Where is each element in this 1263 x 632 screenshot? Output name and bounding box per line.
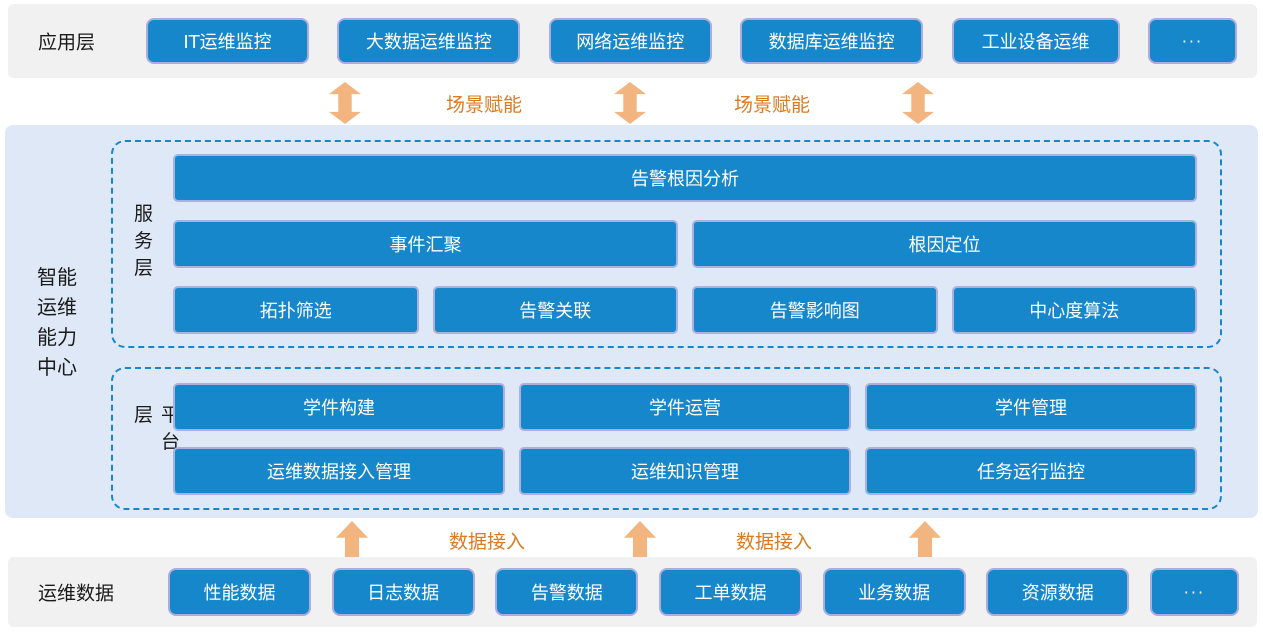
up-arrow-icon — [909, 521, 941, 559]
application-layer-bar: 应用层 IT运维监控 大数据运维监控 网络运维监控 数据库运维监控 工业设备运维… — [8, 4, 1257, 78]
ops-data-layer-bar: 运维数据 性能数据 日志数据 告警数据 工单数据 业务数据 资源数据 ··· — [8, 557, 1257, 627]
service-row-2: 事件汇聚 根因定位 — [173, 220, 1197, 268]
up-arrow-icon — [336, 521, 368, 559]
double-arrow-icon — [902, 82, 934, 124]
data-item-log-data[interactable]: 日志数据 — [331, 568, 475, 616]
title-line: 中心 — [37, 354, 77, 379]
service-item-alarm-impact-graph[interactable]: 告警影响图 — [692, 286, 938, 334]
app-item-bigdata-ops-monitoring[interactable]: 大数据运维监控 — [337, 18, 521, 64]
app-item-database-ops-monitoring[interactable]: 数据库运维监控 — [740, 18, 924, 64]
application-layer-label: 应用层 — [38, 31, 96, 54]
platform-item-ops-data-access-management[interactable]: 运维数据接入管理 — [173, 446, 505, 495]
title-line: 运维 — [37, 294, 77, 319]
service-row-3: 拓扑筛选 告警关联 告警影响图 中心度算法 — [173, 286, 1197, 334]
app-item-ellipsis[interactable]: ··· — [1147, 18, 1237, 64]
platform-item-learnware-management[interactable]: 学件管理 — [865, 382, 1197, 431]
platform-item-learnware-operation[interactable]: 学件运营 — [519, 382, 851, 431]
title-line: 智能 — [37, 264, 77, 289]
capability-center-title: 智能 运维 能力 中心 — [37, 262, 77, 382]
service-item-alarm-correlation[interactable]: 告警关联 — [432, 286, 678, 334]
data-item-alarm-data[interactable]: 告警数据 — [495, 568, 639, 616]
ops-data-items: 性能数据 日志数据 告警数据 工单数据 业务数据 资源数据 ··· — [168, 557, 1239, 627]
platform-item-learnware-build[interactable]: 学件构建 — [173, 382, 505, 431]
service-item-alarm-root-cause-analysis[interactable]: 告警根因分析 — [173, 154, 1197, 202]
platform-layer-group: 平台层 学件构建 学件运营 学件管理 运维数据接入管理 运维知识管理 任务运行监… — [111, 367, 1222, 510]
scene-empowerment-label: 场景赋能 — [445, 94, 523, 116]
service-item-root-cause-location[interactable]: 根因定位 — [692, 220, 1197, 268]
ops-data-layer-label: 运维数据 — [38, 582, 115, 605]
platform-row-1: 学件构建 学件运营 学件管理 — [173, 382, 1197, 431]
platform-row-2: 运维数据接入管理 运维知识管理 任务运行监控 — [173, 446, 1197, 495]
scene-empowerment-label: 场景赋能 — [733, 94, 811, 116]
service-item-event-aggregation[interactable]: 事件汇聚 — [173, 220, 678, 268]
application-layer-items: IT运维监控 大数据运维监控 网络运维监控 数据库运维监控 工业设备运维 ··· — [146, 4, 1237, 78]
data-item-business-data[interactable]: 业务数据 — [822, 568, 966, 616]
service-layer-rows: 告警根因分析 事件汇聚 根因定位 拓扑筛选 告警关联 告警影响图 中心度算法 — [173, 142, 1197, 346]
data-item-ticket-data[interactable]: 工单数据 — [658, 568, 802, 616]
data-item-ellipsis[interactable]: ··· — [1149, 568, 1239, 616]
platform-item-ops-knowledge-management[interactable]: 运维知识管理 — [519, 446, 851, 495]
data-item-resource-data[interactable]: 资源数据 — [986, 568, 1130, 616]
app-item-network-ops-monitoring[interactable]: 网络运维监控 — [548, 18, 712, 64]
app-item-it-ops-monitoring[interactable]: IT运维监控 — [146, 18, 309, 64]
data-access-label: 数据接入 — [448, 531, 526, 553]
service-item-topology-filtering[interactable]: 拓扑筛选 — [173, 286, 419, 334]
platform-layer-rows: 学件构建 学件运营 学件管理 运维数据接入管理 运维知识管理 任务运行监控 — [173, 369, 1197, 508]
platform-item-task-run-monitoring[interactable]: 任务运行监控 — [865, 446, 1197, 495]
up-arrow-icon — [624, 521, 656, 559]
app-item-industrial-equipment-ops[interactable]: 工业设备运维 — [951, 18, 1120, 64]
data-item-performance-data[interactable]: 性能数据 — [168, 568, 311, 616]
capability-center-container: 智能 运维 能力 中心 服务层 告警根因分析 事件汇聚 根因定位 拓扑筛选 告警… — [5, 125, 1258, 518]
service-row-1: 告警根因分析 — [173, 154, 1197, 202]
service-layer-label: 服务层 — [131, 203, 153, 285]
data-access-label: 数据接入 — [735, 531, 813, 553]
double-arrow-icon — [329, 82, 361, 124]
double-arrow-icon — [614, 82, 646, 124]
service-layer-group: 服务层 告警根因分析 事件汇聚 根因定位 拓扑筛选 告警关联 告警影响图 中心度… — [111, 140, 1222, 348]
title-line: 能力 — [37, 324, 77, 349]
service-item-centrality-algorithm[interactable]: 中心度算法 — [951, 286, 1197, 334]
